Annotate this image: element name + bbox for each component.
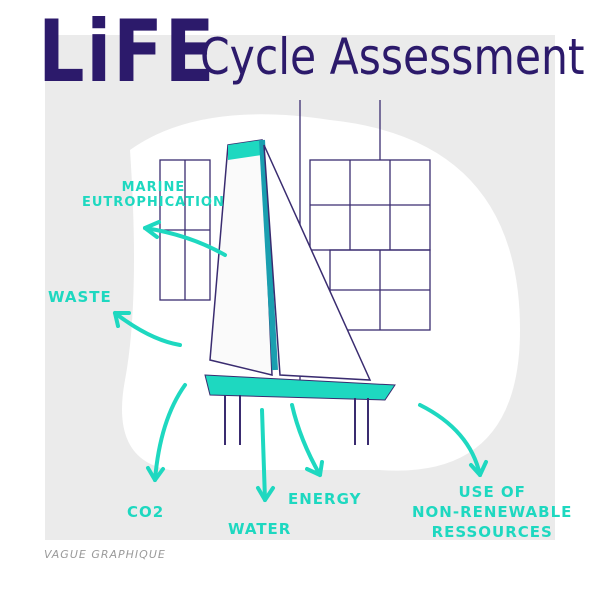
jib-sail bbox=[263, 144, 372, 381]
title-cycle-assessment: Cycle Assessment bbox=[200, 28, 585, 86]
title-life: LiFE bbox=[38, 2, 217, 102]
label-waste: Waste bbox=[48, 288, 112, 306]
label-co2: CO2 bbox=[127, 503, 165, 521]
label-line: Use of bbox=[458, 483, 526, 501]
sail-head bbox=[228, 140, 262, 160]
label-energy: Energy bbox=[288, 490, 362, 508]
label-line: Non-Renewable bbox=[412, 503, 573, 521]
impact-arrows bbox=[113, 220, 488, 502]
label-marine-eutrophication: Marine Eutrophication bbox=[82, 180, 225, 210]
label-line: Marine bbox=[121, 180, 186, 195]
hull-supports bbox=[224, 395, 369, 445]
label-non-renewable-resources: Use of Non-Renewable Ressources bbox=[412, 482, 572, 542]
label-water: Water bbox=[228, 520, 292, 538]
credit-logo: VAGUE GRAPHIQUE bbox=[44, 548, 166, 561]
label-line: Eutrophication bbox=[82, 195, 225, 210]
mast bbox=[259, 139, 278, 371]
label-line: Ressources bbox=[431, 523, 553, 541]
hull bbox=[204, 374, 396, 401]
